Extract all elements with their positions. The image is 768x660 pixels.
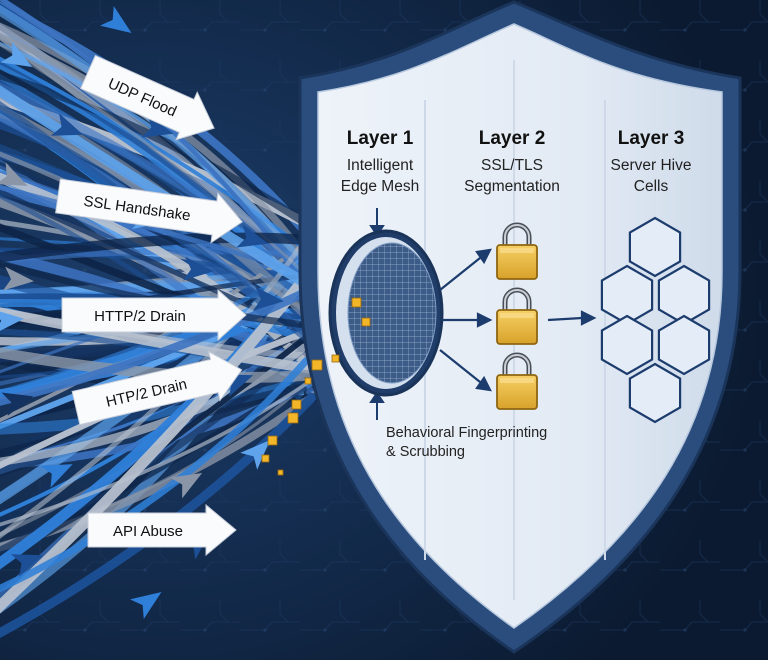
arrow-icon bbox=[547, 316, 583, 322]
layer-title: Layer 2 bbox=[479, 128, 546, 149]
layer-2-heading: Layer 2 SSL/TLS Segmentation bbox=[464, 128, 560, 195]
attack-stream bbox=[0, 232, 332, 263]
arrow-icon bbox=[50, 113, 84, 136]
attack-labels: UDP Flood SSL Handshake HTTP/2 Drain HTP… bbox=[55, 54, 247, 557]
hexagon-icon bbox=[628, 216, 682, 278]
layer-title: Layer 1 bbox=[347, 128, 414, 149]
layer-title: Layer 3 bbox=[618, 128, 685, 149]
layer-subtitle: Segmentation bbox=[464, 178, 560, 195]
arrow-icon bbox=[240, 440, 270, 470]
arrow-icon bbox=[0, 162, 28, 186]
lock-icon bbox=[496, 222, 538, 280]
lock-icon bbox=[496, 287, 538, 345]
lock-icon bbox=[496, 352, 538, 410]
arrow-icon bbox=[439, 349, 481, 383]
arrow-icon bbox=[100, 5, 132, 34]
attack-label-ssl-handshake: SSL Handshake bbox=[55, 178, 243, 244]
arrow-icon bbox=[369, 391, 385, 403]
arrow-icon bbox=[0, 309, 24, 334]
hexagon-icon bbox=[628, 362, 682, 424]
lock-group bbox=[496, 222, 538, 410]
arrow-icon bbox=[0, 41, 33, 67]
attack-label-text: API Abuse bbox=[113, 523, 183, 540]
hexagon-cluster bbox=[600, 216, 711, 424]
layer-subtitle: Edge Mesh bbox=[341, 178, 419, 195]
arrow-icon bbox=[3, 266, 34, 291]
arrow-icon bbox=[40, 464, 73, 488]
debris-particles bbox=[261, 297, 371, 476]
arrow-icon bbox=[170, 473, 203, 499]
hexagon-icon bbox=[600, 314, 654, 376]
arrow-icon bbox=[141, 114, 174, 138]
arrow-icon bbox=[476, 312, 493, 328]
arrow-icon bbox=[475, 375, 492, 392]
arrow-icon bbox=[580, 310, 597, 326]
attack-stream bbox=[0, 85, 341, 307]
attack-label-text: HTTP/2 Drain bbox=[94, 308, 186, 325]
mesh-disc-icon bbox=[328, 229, 444, 397]
layer-subtitle: Intelligent bbox=[347, 157, 414, 174]
arrow-icon bbox=[1, 392, 34, 416]
layer-subtitle: Cells bbox=[634, 178, 669, 195]
layer-subtitle: SSL/TLS bbox=[481, 157, 543, 174]
scrubbing-label-line2: & Scrubbing bbox=[386, 444, 465, 460]
layer-3-heading: Layer 3 Server Hive Cells bbox=[611, 128, 692, 195]
attack-stream bbox=[0, 356, 344, 527]
arrow-icon bbox=[236, 224, 269, 248]
attack-label-api-abuse: API Abuse bbox=[87, 503, 237, 557]
attack-label-http2-drain: HTTP/2 Drain bbox=[61, 288, 247, 342]
arrow-icon bbox=[183, 256, 214, 281]
scrubbing-label-line1: Behavioral Fingerprinting bbox=[386, 425, 547, 441]
layer-subtitle: Server Hive bbox=[611, 157, 692, 174]
attack-stream bbox=[0, 356, 310, 593]
arrow-icon bbox=[253, 286, 284, 311]
layer-1-heading: Layer 1 Intelligent Edge Mesh bbox=[341, 128, 419, 195]
arrow-icon bbox=[10, 554, 44, 577]
hexagon-icon bbox=[657, 314, 711, 376]
arrow-icon bbox=[475, 248, 492, 265]
arrow-icon bbox=[439, 257, 481, 291]
arrow-icon bbox=[130, 591, 162, 620]
